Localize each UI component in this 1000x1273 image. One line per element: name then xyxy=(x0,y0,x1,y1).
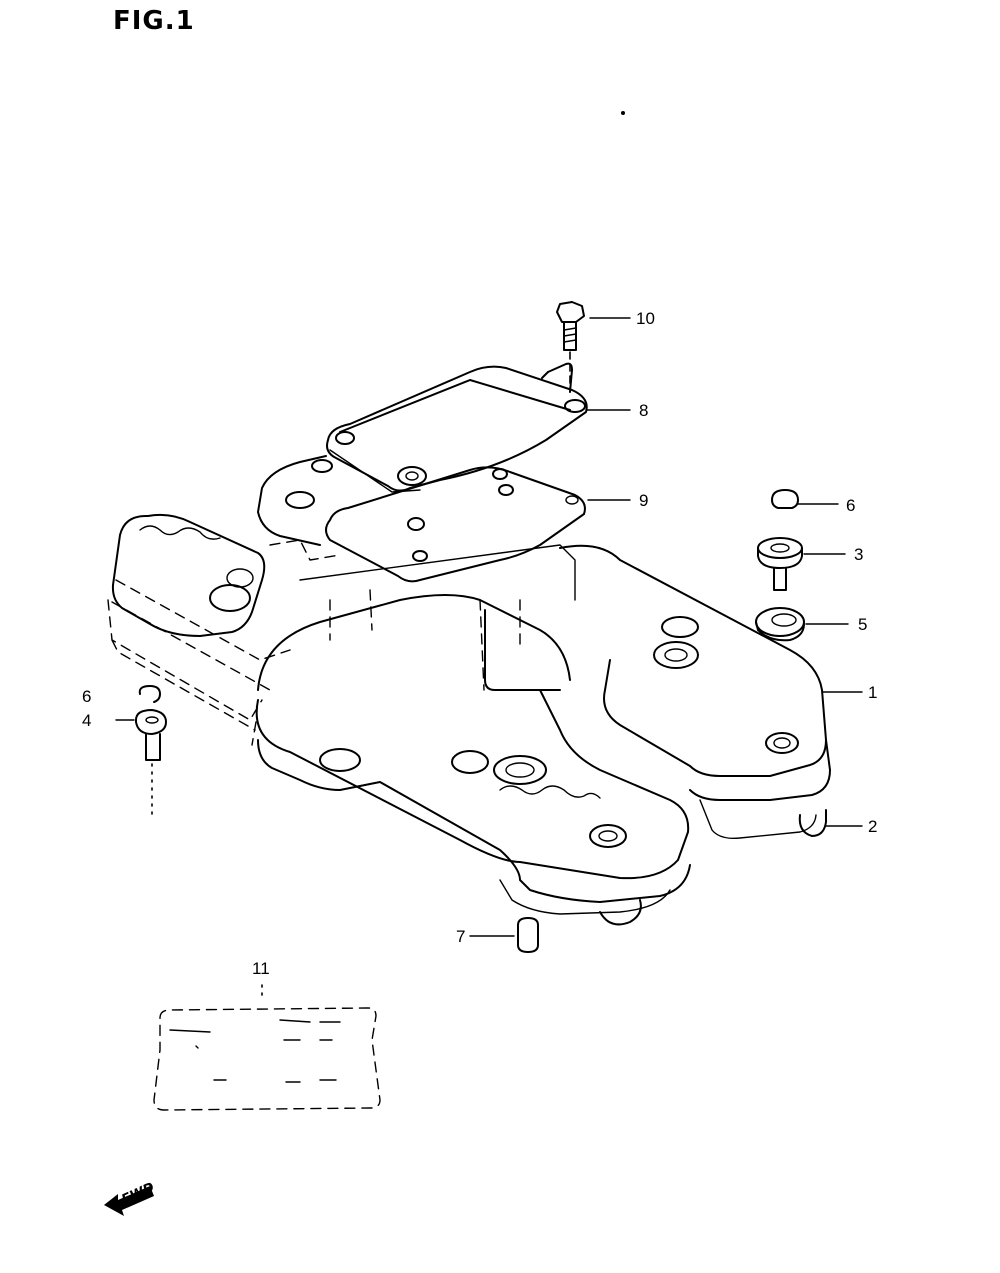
callout-6b: 6 xyxy=(82,687,91,706)
callout-1: 1 xyxy=(868,683,877,702)
bolt-part-3 xyxy=(757,537,803,591)
cap-part-6-right xyxy=(771,489,799,509)
callout-11: 11 xyxy=(252,959,270,978)
callout-6a: 6 xyxy=(846,496,855,515)
callout-3: 3 xyxy=(854,545,863,564)
callout-9: 9 xyxy=(639,491,648,510)
callout-10: 10 xyxy=(636,309,655,328)
bolt-part-10 xyxy=(556,301,585,391)
breather-cover-part xyxy=(257,362,588,546)
callout-4: 4 xyxy=(82,711,91,730)
washer-part-5 xyxy=(755,607,805,642)
callout-7: 7 xyxy=(456,927,465,946)
figure-title: FIG.1 xyxy=(113,6,195,36)
stray-dot xyxy=(621,111,625,115)
gasket-part-2 xyxy=(798,809,827,837)
plug-part-7 xyxy=(517,917,539,953)
cap-and-bolt-left xyxy=(135,685,167,821)
forward-direction-label: FWD xyxy=(120,1180,157,1208)
leader-lines xyxy=(115,317,863,937)
forward-direction-arrow: FWD xyxy=(104,1180,157,1216)
label-part-11 xyxy=(153,984,381,1111)
callout-2: 2 xyxy=(868,817,877,836)
callout-8: 8 xyxy=(639,401,648,420)
callout-5: 5 xyxy=(858,615,867,634)
cylinder-head-cover-part xyxy=(107,513,831,926)
breather-cover-gasket-part xyxy=(325,466,586,583)
